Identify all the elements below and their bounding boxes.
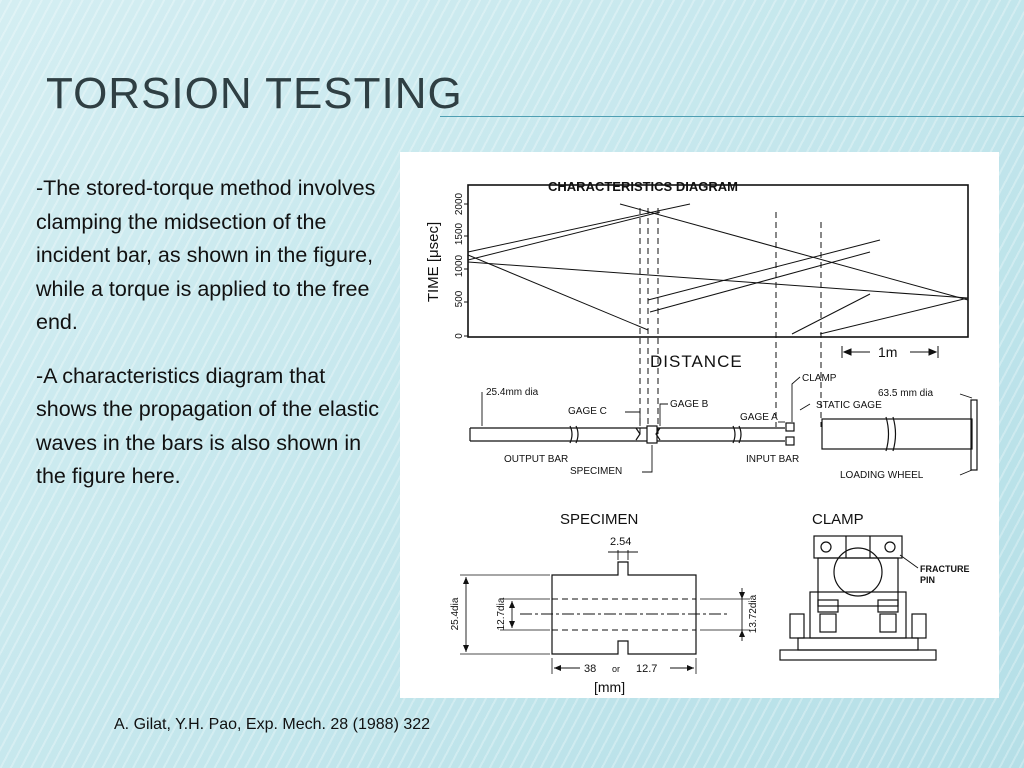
diagram-frame <box>467 184 969 338</box>
clamp-block <box>785 422 795 432</box>
specimen-block <box>646 425 658 444</box>
gage-a-label: GAGE A <box>740 412 778 423</box>
specimen-units: [mm] <box>594 679 625 695</box>
time-axis-label: TIME [μsec] <box>425 222 442 302</box>
specimen-pointer-label: SPECIMEN <box>570 466 622 477</box>
distance-label: DISTANCE <box>650 352 743 371</box>
diagram-title: CHARACTERISTICS DIAGRAM <box>548 179 738 194</box>
specimen-outer-diameter: 25.4dia <box>450 597 461 630</box>
paragraph-stored-torque: -The stored-torque method involves clamp… <box>36 176 376 334</box>
body-text: -The stored-torque method involves clamp… <box>36 172 386 514</box>
loading-wheel-label: LOADING WHEEL <box>840 470 924 481</box>
clamp-bore <box>833 547 883 597</box>
specimen-title: SPECIMEN <box>560 511 638 528</box>
time-tick-500: 500 <box>454 290 465 307</box>
specimen-length-or: or <box>612 664 620 674</box>
loading-wheel <box>970 399 978 471</box>
clamp-base <box>797 637 919 651</box>
gage-c-label: GAGE C <box>568 406 607 417</box>
loading-bar-diameter: 63.5 mm dia <box>878 388 933 399</box>
scale-bar <box>841 346 939 358</box>
paragraph-characteristics: -A characteristics diagram that shows th… <box>36 363 380 489</box>
characteristics-diagram: CHARACTERISTICS DIAGRAM 0 500 1000 1500 … <box>425 179 969 435</box>
time-tick-1500: 1500 <box>454 222 465 245</box>
clamp-body <box>809 591 907 639</box>
title-underline <box>440 116 1024 117</box>
time-tick-2000: 2000 <box>454 192 465 215</box>
clamp-label: CLAMP <box>802 373 837 384</box>
specimen-outline <box>551 561 697 655</box>
output-bar-label: OUTPUT BAR <box>504 454 568 465</box>
leader-lines <box>481 376 973 476</box>
specimen-gap-label: 2.54 <box>610 536 631 548</box>
wave-lines <box>467 203 969 335</box>
gage-b-label: GAGE B <box>670 399 709 410</box>
time-tick-1000: 1000 <box>454 254 465 277</box>
specimen-detail: SPECIMEN 2.54 <box>450 511 759 695</box>
figure-drawing: CHARACTERISTICS DIAGRAM 0 500 1000 1500 … <box>425 179 978 695</box>
static-gage-label: STATIC GAGE <box>816 400 882 411</box>
projection-lines <box>639 208 822 435</box>
specimen-inner-diameter: 12.7dia <box>496 597 507 630</box>
output-bar-diameter: 25.4mm dia <box>486 387 539 398</box>
time-tick-0: 0 <box>454 333 465 339</box>
citation: A. Gilat, Y.H. Pao, Exp. Mech. 28 (1988)… <box>114 716 431 733</box>
fracture-pin-label-line2: PIN <box>920 575 935 585</box>
specimen-length-b: 12.7 <box>636 663 657 675</box>
input-bar-label: INPUT BAR <box>746 454 799 465</box>
loading-bar <box>821 418 973 450</box>
clamp-title: CLAMP <box>812 511 864 528</box>
time-axis: 0 500 1000 1500 2000 <box>454 192 468 339</box>
slide-title: TORSION TESTING <box>46 69 463 118</box>
torsion-figure: CHARACTERISTICS DIAGRAM 0 500 1000 1500 … <box>400 152 999 698</box>
bar-assembly: 25.4mm dia GAGE C GAGE B GAGE A CLAMP ST… <box>469 373 978 481</box>
specimen-length-a: 38 <box>584 663 596 675</box>
scale-label: 1m <box>878 344 897 360</box>
clamp-detail: CLAMP FRACTURE PIN <box>779 511 970 661</box>
specimen-right-diameter: 13.72dia <box>748 594 759 633</box>
clamp-top-block <box>813 535 903 559</box>
fracture-pin-label-line1: FRACTURE <box>920 564 970 574</box>
